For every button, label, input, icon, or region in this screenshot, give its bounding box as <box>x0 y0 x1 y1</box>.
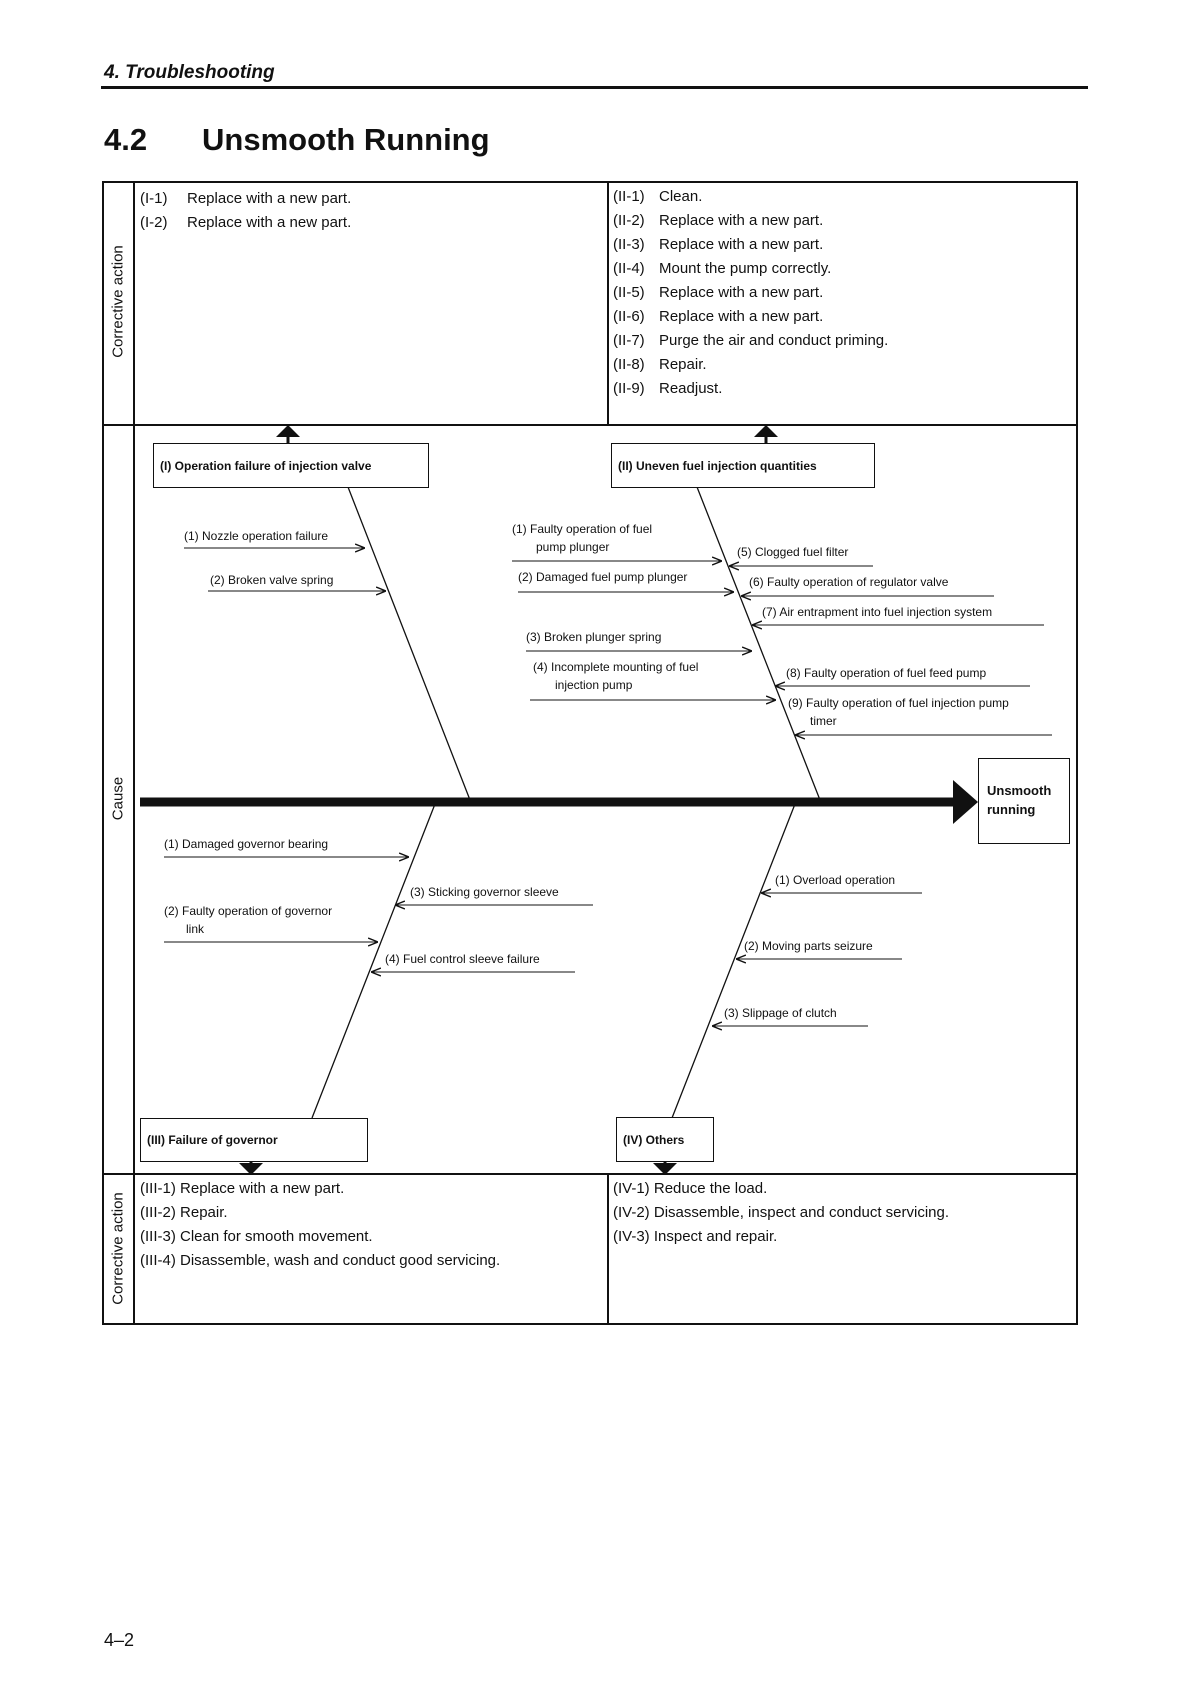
cause-lines-III <box>164 857 593 972</box>
action-item: (II-6)Replace with a new part. <box>613 308 824 325</box>
bone-II <box>696 486 821 801</box>
cause-II-4: (4) Incomplete mounting of fuel injectio… <box>533 660 699 692</box>
cause-II-3: (3) Broken plunger spring <box>526 630 662 644</box>
section-header: 4. Troubleshooting <box>104 62 275 83</box>
cause-III-4: (4) Fuel control sleeve failure <box>385 952 540 966</box>
cause-III-1: (1) Damaged governor bearing <box>164 837 329 851</box>
bone-III <box>311 803 436 1119</box>
side-label-divider <box>133 182 135 1324</box>
action-item: (IV-2) Disassemble, inspect and conduct … <box>613 1204 950 1221</box>
cause-II-5: (5) Clogged fuel filter <box>737 545 849 559</box>
action-item: (III-2) Repair. <box>140 1204 228 1221</box>
action-item: (II-8)Repair. <box>613 356 707 373</box>
arrow-down-III <box>239 1163 263 1175</box>
top-column-divider <box>607 182 609 425</box>
action-item: (III-1) Replace with a new part. <box>140 1180 345 1197</box>
cause-III-3: (3) Sticking governor sleeve <box>410 885 559 899</box>
category-box-II: (II) Uneven fuel injection quantities <box>611 443 875 488</box>
action-item: (II-5)Replace with a new part. <box>613 284 824 301</box>
bottom-section-divider <box>103 1173 1077 1175</box>
bottom-column-divider <box>607 1174 609 1324</box>
actions-II-list: (II-1)Clean. (II-2)Replace with a new pa… <box>613 185 888 401</box>
action-item: (I-2)Replace with a new part. <box>140 214 352 231</box>
cause-II-7: (7) Air entrapment into fuel injection s… <box>762 605 993 619</box>
action-item: (IV-1) Reduce the load. <box>613 1180 768 1197</box>
page-number: 4–2 <box>104 1630 135 1650</box>
cause-IV-3: (3) Slippage of clutch <box>724 1006 837 1020</box>
cause-lines-I <box>184 548 386 591</box>
action-item: (II-7)Purge the air and conduct priming. <box>613 332 889 349</box>
spine <box>140 780 978 824</box>
arrow-up-II <box>754 425 778 437</box>
title-text: Unsmooth Running <box>202 122 490 157</box>
actions-IV-list: (IV-1) Reduce the load. (IV-2) Disassemb… <box>613 1177 949 1249</box>
action-item: (III-3) Clean for smooth movement. <box>140 1228 373 1245</box>
action-item: (II-4)Mount the pump correctly. <box>613 260 832 277</box>
header-rule <box>101 86 1088 89</box>
cause-lines-IV <box>712 893 922 1026</box>
actions-III-list: (III-1) Replace with a new part. (III-2)… <box>140 1177 500 1273</box>
bone-IV <box>671 803 796 1119</box>
arrow-down-IV <box>653 1163 677 1175</box>
cause-I-1: (1) Nozzle operation failure <box>184 529 329 543</box>
cause-II-6: (6) Faulty operation of regulator valve <box>749 575 949 589</box>
action-item: (II-1)Clean. <box>613 188 703 205</box>
category-box-III: (III) Failure of governor <box>140 1118 368 1162</box>
page-title: 4.2 Unsmooth Running <box>104 122 490 158</box>
cause-lines-II-left <box>512 561 776 700</box>
action-item: (II-2)Replace with a new part. <box>613 212 824 229</box>
action-item: (II-3)Replace with a new part. <box>613 236 824 253</box>
cause-IV-2: (2) Moving parts seizure <box>744 939 873 953</box>
actions-I-list: (I-1)Replace with a new part. (I-2)Repla… <box>140 187 351 235</box>
action-item: (I-1)Replace with a new part. <box>140 190 352 207</box>
major-bones <box>311 486 821 1119</box>
title-number: 4.2 <box>104 122 148 157</box>
bone-I <box>347 486 471 801</box>
spine-arrow-head <box>953 780 978 824</box>
category-box-I: (I) Operation failure of injection valve <box>153 443 429 488</box>
action-item: (III-4) Disassemble, wash and conduct go… <box>140 1252 501 1269</box>
arrow-up-I <box>276 425 300 437</box>
cause-II-8: (8) Faulty operation of fuel feed pump <box>786 666 987 680</box>
cause-II-9: (9) Faulty operation of fuel injection p… <box>788 696 1009 728</box>
action-item: (IV-3) Inspect and repair. <box>613 1228 778 1245</box>
cause-I-2: (2) Broken valve spring <box>210 573 334 587</box>
effect-line1: Unsmooth <box>987 783 1052 798</box>
action-item: (II-9)Readjust. <box>613 380 723 397</box>
effect-line2: running <box>987 802 1036 817</box>
effect-box: Unsmooth running <box>978 758 1070 844</box>
cause-III-2: (2) Faulty operation of governor link <box>164 904 333 936</box>
category-box-IV: (IV) Others <box>616 1117 714 1162</box>
cause-IV-1: (1) Overload operation <box>775 873 896 887</box>
diagram-frame <box>102 181 1078 1325</box>
cause-lines-II-right <box>729 566 1052 735</box>
cause-II-2: (2) Damaged fuel pump plunger <box>518 570 688 584</box>
cause-II-1: (1) Faulty operation of fuel pump plunge… <box>512 522 653 554</box>
top-section-divider <box>103 424 1077 426</box>
